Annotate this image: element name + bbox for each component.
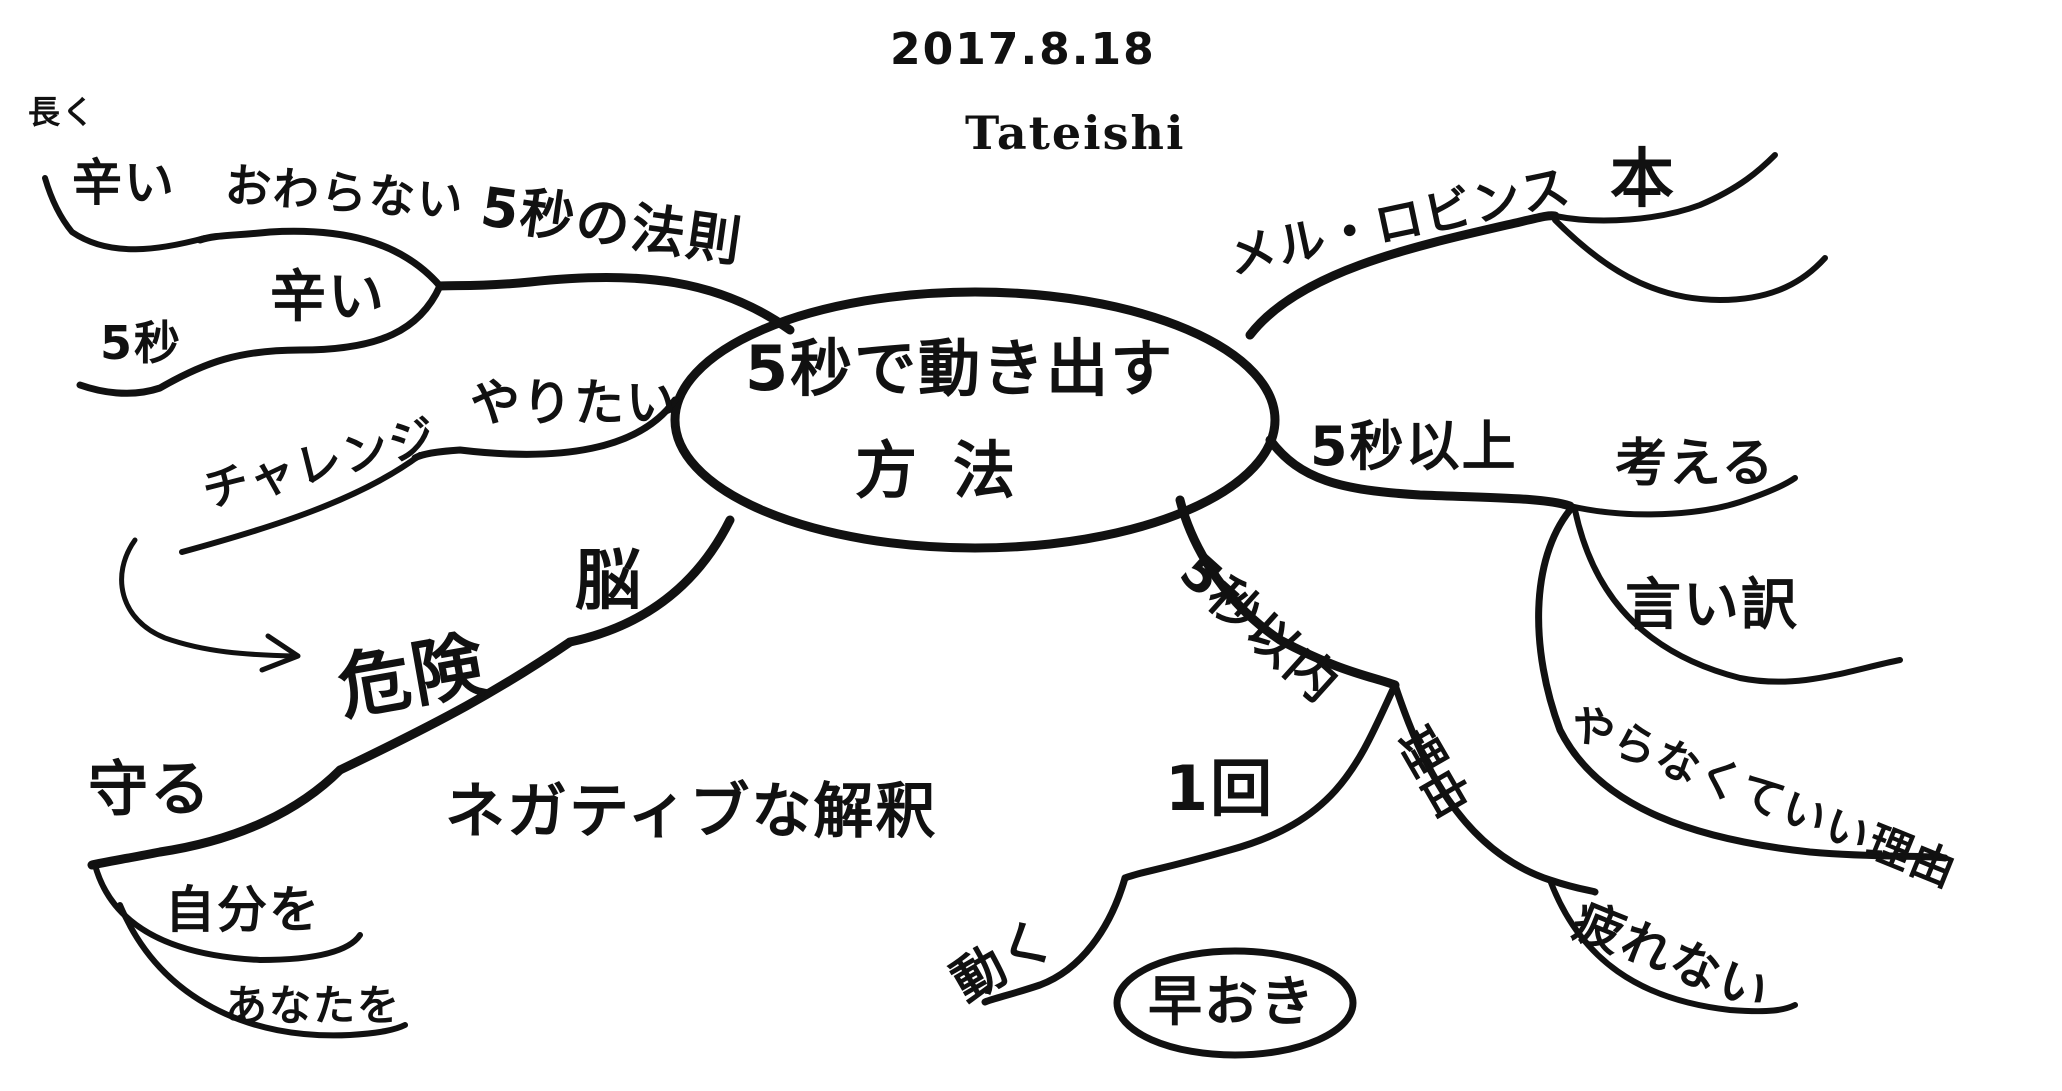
center-title-line1: 5秒で動き出す	[745, 332, 1175, 405]
branch-yaranakute	[1535, 506, 1949, 862]
label-kangaeru: 考える	[1615, 434, 1776, 494]
branch-tsurai-short	[76, 282, 444, 397]
branch-hon-lower	[1552, 217, 1828, 303]
branch-owaranai	[196, 227, 444, 290]
branch-challenge	[179, 452, 423, 555]
label-ikkai: 1回	[1165, 752, 1275, 825]
branch-tsurai-long	[42, 175, 208, 253]
branch-kiken	[335, 637, 575, 775]
label-hon: 本	[1610, 143, 1676, 217]
label-tsurai-short: 辛い	[270, 265, 386, 330]
label-yaritai: やりたい	[470, 374, 678, 432]
branch-ugoku	[981, 874, 1129, 1006]
label-iiwake: 言い訳	[1625, 573, 1799, 638]
branch-rule5	[435, 272, 795, 335]
arrow-line	[119, 537, 298, 659]
label-jibun-wo: 自分を	[165, 881, 321, 939]
branch-mamoru	[87, 765, 345, 870]
branch-tsukarenai	[1547, 877, 1798, 1015]
branch-hon-upper	[1552, 152, 1778, 224]
branch-riyuu	[1391, 681, 1599, 896]
branch-mel	[1245, 211, 1560, 340]
date-label: 2017.8.18	[890, 24, 1156, 75]
branch-jibun	[92, 862, 363, 963]
branch-iiwake	[1572, 507, 1903, 685]
branch-kangaeru	[1567, 475, 1798, 518]
branch-over5	[1265, 435, 1575, 511]
label-over5: 5秒以上	[1310, 415, 1518, 478]
branch-nou	[565, 515, 735, 647]
label-nou: 脳	[575, 542, 643, 619]
center-ellipse	[670, 287, 1280, 553]
label-byo5: 5秒	[100, 316, 183, 370]
label-hayaoki: 早おき	[1148, 970, 1316, 1033]
label-tsurai-long: 辛い	[72, 154, 176, 212]
arrow-head	[259, 633, 301, 673]
label-nagaku: 長く	[28, 93, 97, 131]
label-mamoru: 守る	[88, 755, 212, 825]
branch-ikkai	[1121, 681, 1399, 882]
hayaoki-ellipse	[1113, 947, 1357, 1059]
label-anata-wo: あなたを	[225, 981, 402, 1030]
branch-yaritai	[411, 396, 679, 462]
branch-anata	[117, 902, 408, 1039]
center-title-line2: 方法	[855, 434, 1052, 507]
author-label: Tateishi	[965, 106, 1186, 160]
branch-within5	[1175, 495, 1400, 690]
label-negative: ネガティブな解釈	[445, 777, 938, 847]
